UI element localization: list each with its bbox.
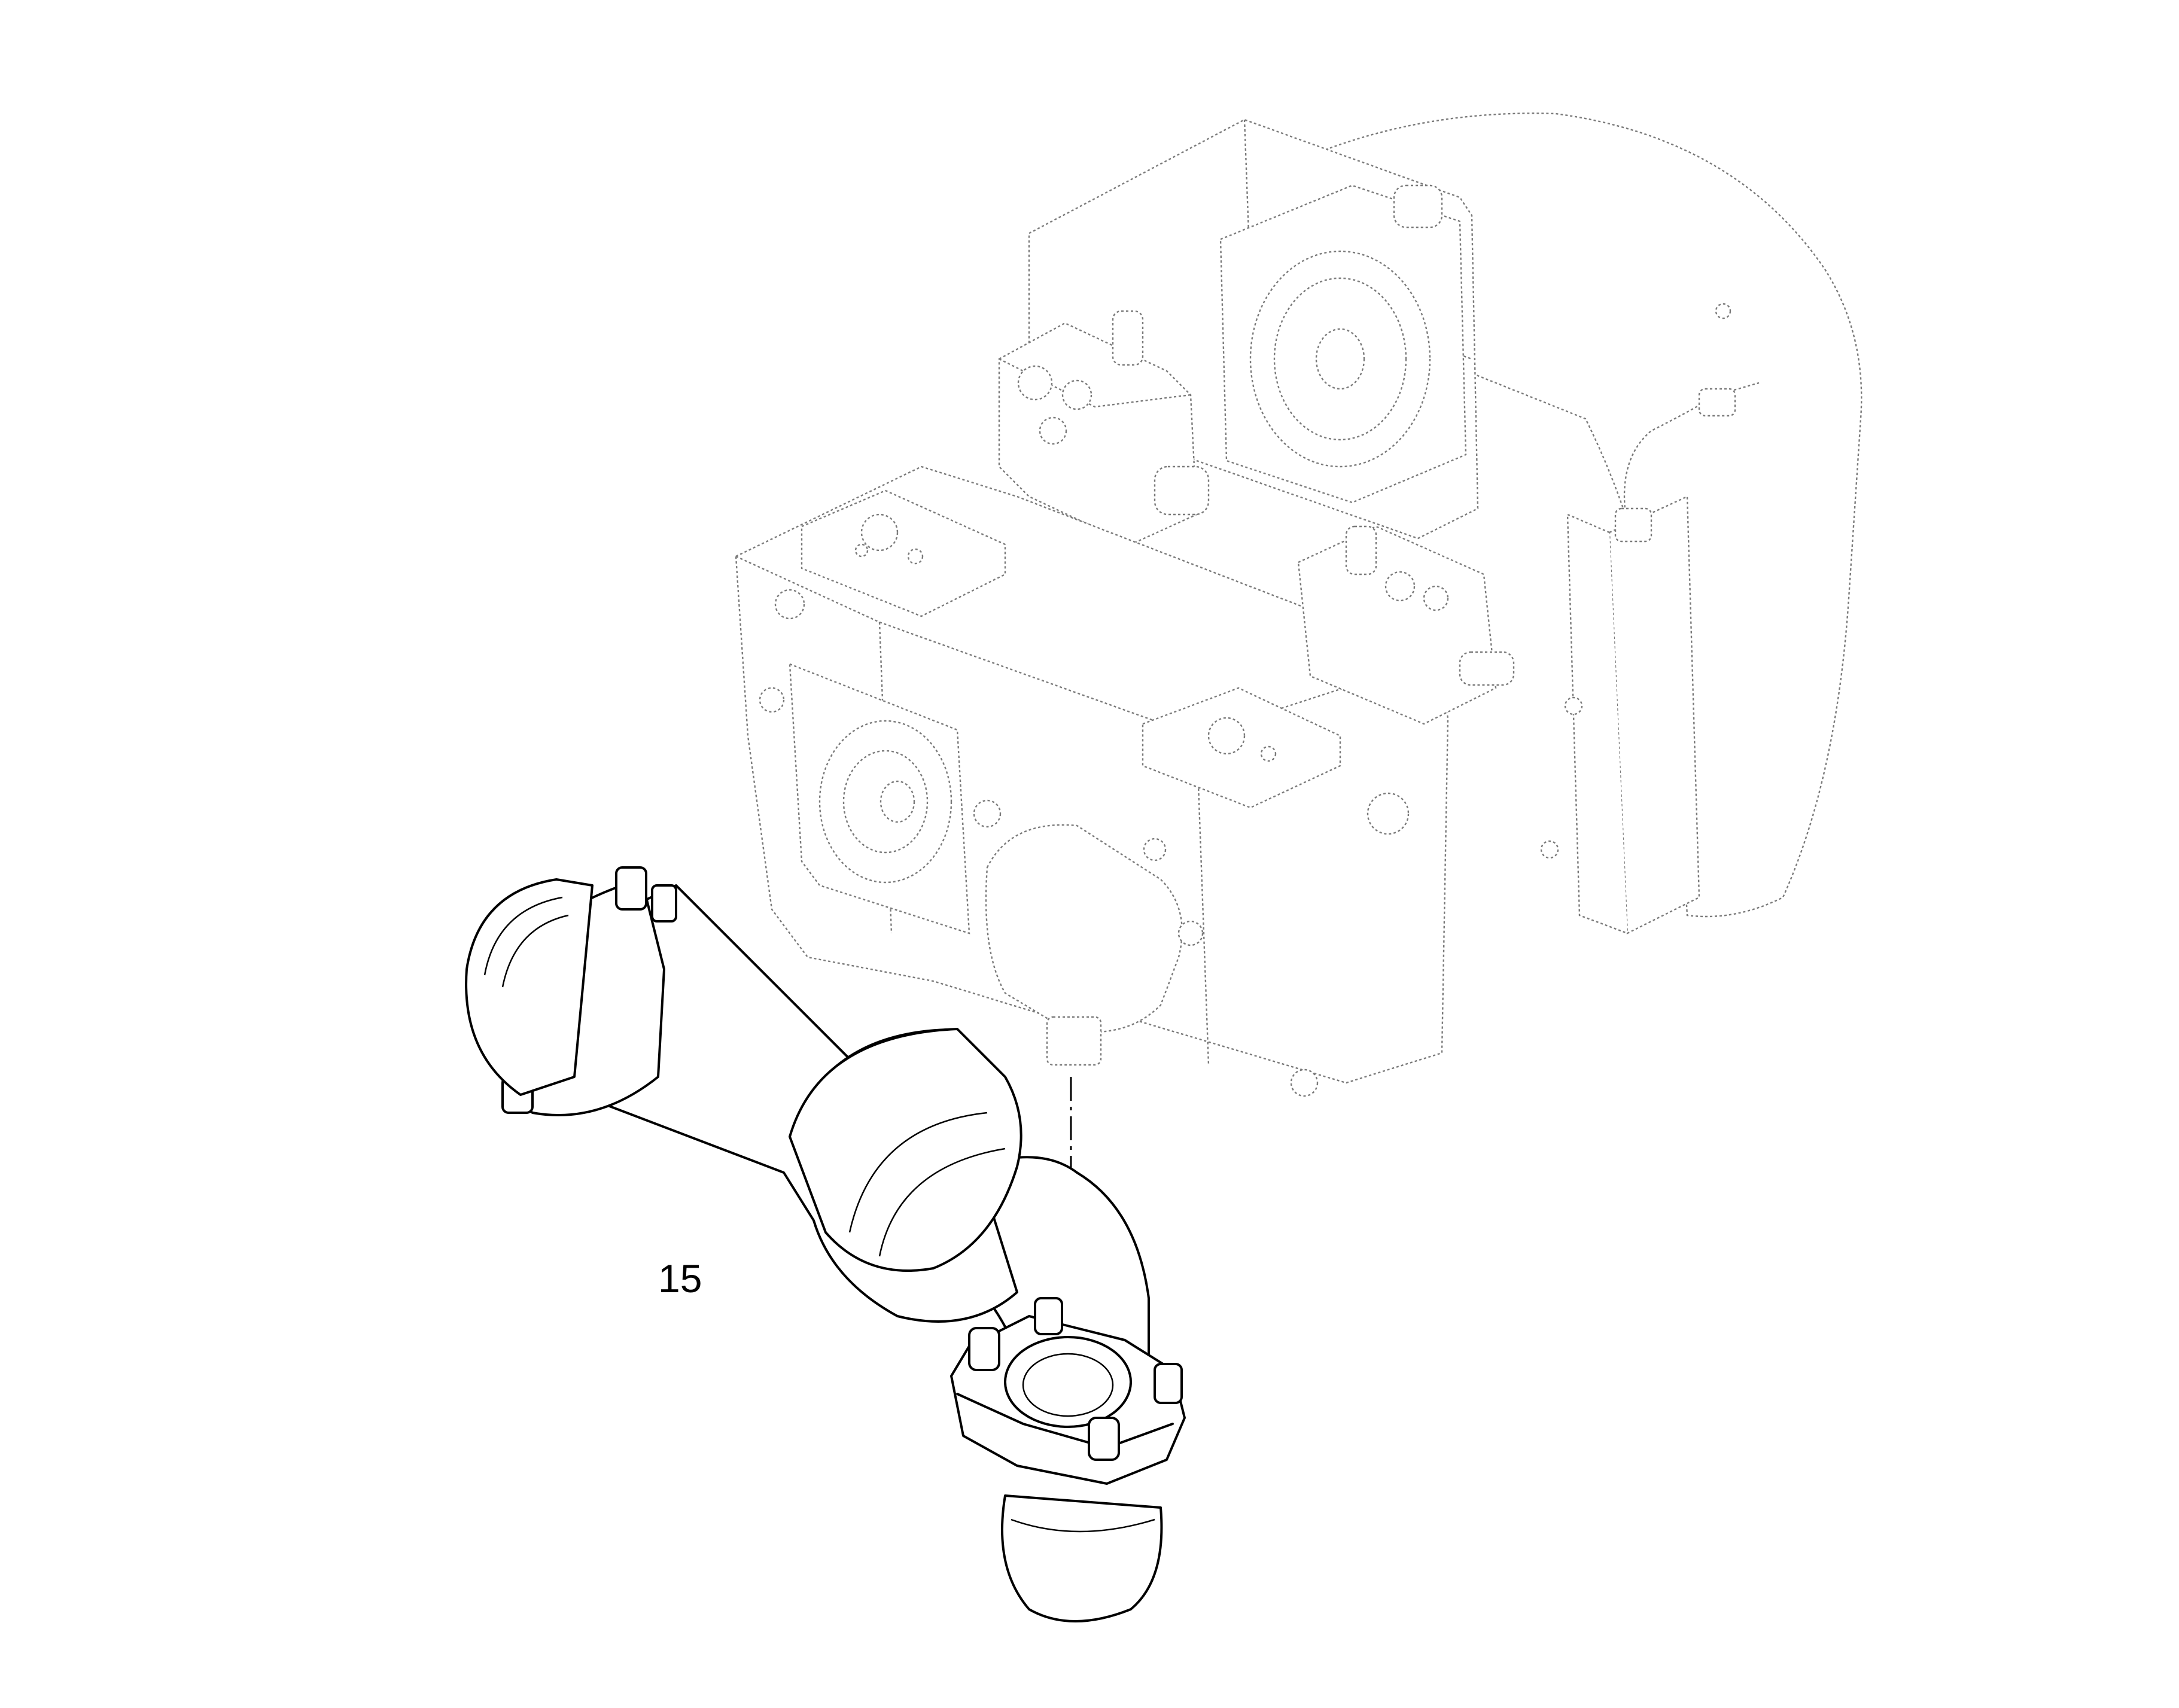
flange-bolt-3	[1154, 1363, 1183, 1404]
pump-assembly-ghost	[735, 112, 1863, 1097]
suction-cover	[985, 824, 1183, 1033]
flange-bolt-4	[1088, 1417, 1120, 1461]
lower-valve-block	[1297, 525, 1497, 725]
callout-label-15: 15	[658, 1256, 702, 1301]
flange-port	[1004, 1336, 1132, 1428]
flange-bolt-2	[1034, 1297, 1063, 1335]
clamp-bolt-top	[615, 866, 647, 911]
control-plate-left	[801, 489, 1006, 617]
suction-port-boss	[1046, 1016, 1102, 1066]
hose-open-end	[465, 878, 594, 1096]
main-pump-body	[735, 465, 1449, 1084]
elbow-bowl	[1001, 1494, 1163, 1622]
control-plate-right	[1142, 687, 1341, 809]
breather-cap	[1393, 184, 1443, 229]
flange-bolt-1	[968, 1327, 1000, 1371]
hose-reducer	[789, 1028, 1022, 1272]
suction-hose-part-15	[465, 866, 1186, 1622]
side-housing	[1608, 495, 1700, 934]
